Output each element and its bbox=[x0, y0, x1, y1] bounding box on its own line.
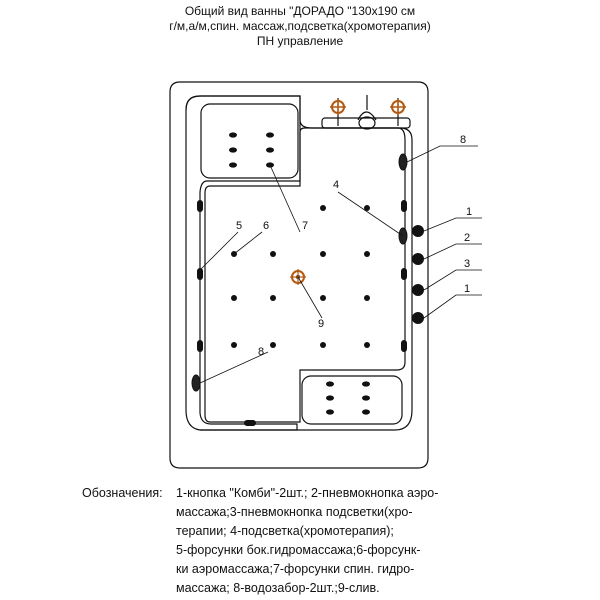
intake-icon bbox=[191, 374, 201, 392]
back-jet bbox=[229, 162, 237, 168]
side-nozzles bbox=[197, 200, 407, 426]
title-line-3: ПН управление bbox=[256, 34, 344, 48]
aero-nozzle bbox=[364, 205, 370, 211]
callout-7: 7 bbox=[302, 220, 308, 232]
aero-nozzle bbox=[231, 342, 237, 348]
title-line-1: Общий вид ванны "ДОРАДО "130х190 см bbox=[184, 4, 416, 18]
right-backrest bbox=[301, 375, 403, 425]
side-nozzle bbox=[401, 340, 407, 352]
aero-button-icon bbox=[412, 253, 424, 265]
callout-1a: 1 bbox=[466, 206, 472, 218]
callout-2: 2 bbox=[464, 232, 470, 244]
callout-8a: 8 bbox=[460, 134, 466, 146]
back-jets-right bbox=[326, 381, 370, 415]
callout-labels: 1 2 3 1 8 4 5 6 7 8 9 bbox=[236, 134, 472, 358]
back-jet bbox=[326, 409, 334, 415]
back-jet bbox=[362, 409, 370, 415]
legend-line-3: терапии; 4-подсветка(хромотерапия); bbox=[176, 524, 394, 538]
title-line-2: г/м,а/м,спин. массаж,подсветка(хромотера… bbox=[169, 19, 431, 33]
aero-nozzle bbox=[270, 251, 276, 257]
side-nozzle bbox=[197, 268, 203, 280]
side-nozzle bbox=[197, 200, 203, 212]
tub-inner-outline bbox=[185, 95, 413, 431]
title-block: Общий вид ванны "ДОРАДО "130х190 см г/м,… bbox=[100, 4, 500, 49]
legend-line-5: ки аэромассажа;7-форсунки спин. гидро- bbox=[176, 562, 415, 576]
back-jets-left bbox=[229, 132, 274, 168]
side-nozzle bbox=[197, 340, 203, 352]
callout-1b: 1 bbox=[464, 283, 470, 295]
water-intakes bbox=[191, 374, 201, 392]
left-backrest bbox=[200, 103, 299, 179]
legend-line-1: 1-кнопка "Комби"-2шт.; 2-пневмокнопка аэ… bbox=[176, 486, 439, 500]
legend-line-2: массажа;3-пневмокнопка подсветки(хро- bbox=[176, 505, 413, 519]
back-jet bbox=[326, 395, 334, 401]
aero-nozzle bbox=[320, 251, 326, 257]
tub-inner-basin bbox=[185, 95, 301, 431]
combi-button-icon bbox=[412, 312, 424, 324]
legend-line-6: массажа; 8-водозабор-2шт.;9-слив. bbox=[176, 581, 380, 595]
callout-6: 6 bbox=[263, 220, 269, 232]
aero-nozzle bbox=[231, 295, 237, 301]
light-icon bbox=[398, 153, 408, 171]
side-nozzle bbox=[401, 200, 407, 212]
aero-nozzle bbox=[320, 295, 326, 301]
callout-3: 3 bbox=[464, 258, 470, 270]
light-button-icon bbox=[412, 284, 424, 296]
chromotherapy-lights bbox=[398, 153, 408, 245]
callout-4: 4 bbox=[333, 179, 339, 191]
back-jet bbox=[266, 147, 274, 153]
side-nozzle bbox=[244, 420, 256, 426]
callout-9: 9 bbox=[318, 318, 324, 330]
legend-prefix: Обозначения: bbox=[82, 486, 163, 500]
leader-lines bbox=[199, 145, 482, 384]
back-jet bbox=[362, 395, 370, 401]
aero-nozzle bbox=[364, 251, 370, 257]
side-nozzle bbox=[401, 268, 407, 280]
back-jet bbox=[326, 381, 334, 387]
back-jet bbox=[362, 381, 370, 387]
tub-outer-rim bbox=[169, 81, 429, 469]
aero-nozzle bbox=[364, 295, 370, 301]
combi-button-icon bbox=[412, 225, 424, 237]
aero-nozzle bbox=[270, 295, 276, 301]
faucet-handle-left-icon bbox=[330, 99, 346, 115]
back-jet bbox=[229, 132, 237, 138]
callout-8b: 8 bbox=[258, 346, 264, 358]
callout-5: 5 bbox=[236, 220, 242, 232]
aero-nozzle bbox=[364, 342, 370, 348]
aero-nozzle bbox=[320, 205, 326, 211]
legend-body: 1-кнопка "Комби"-2шт.; 2-пневмокнопка аэ… bbox=[176, 484, 438, 598]
aero-nozzle bbox=[320, 342, 326, 348]
legend-line-4: 5-форсунки бок.гидромассажа;6-форсунк- bbox=[176, 543, 421, 557]
basin-floor bbox=[204, 127, 406, 423]
aero-nozzle bbox=[270, 342, 276, 348]
back-jet bbox=[229, 147, 237, 153]
back-jet bbox=[266, 132, 274, 138]
aero-nozzles bbox=[231, 205, 370, 348]
faucet-handle-right-icon bbox=[390, 99, 406, 115]
control-buttons bbox=[412, 225, 424, 324]
